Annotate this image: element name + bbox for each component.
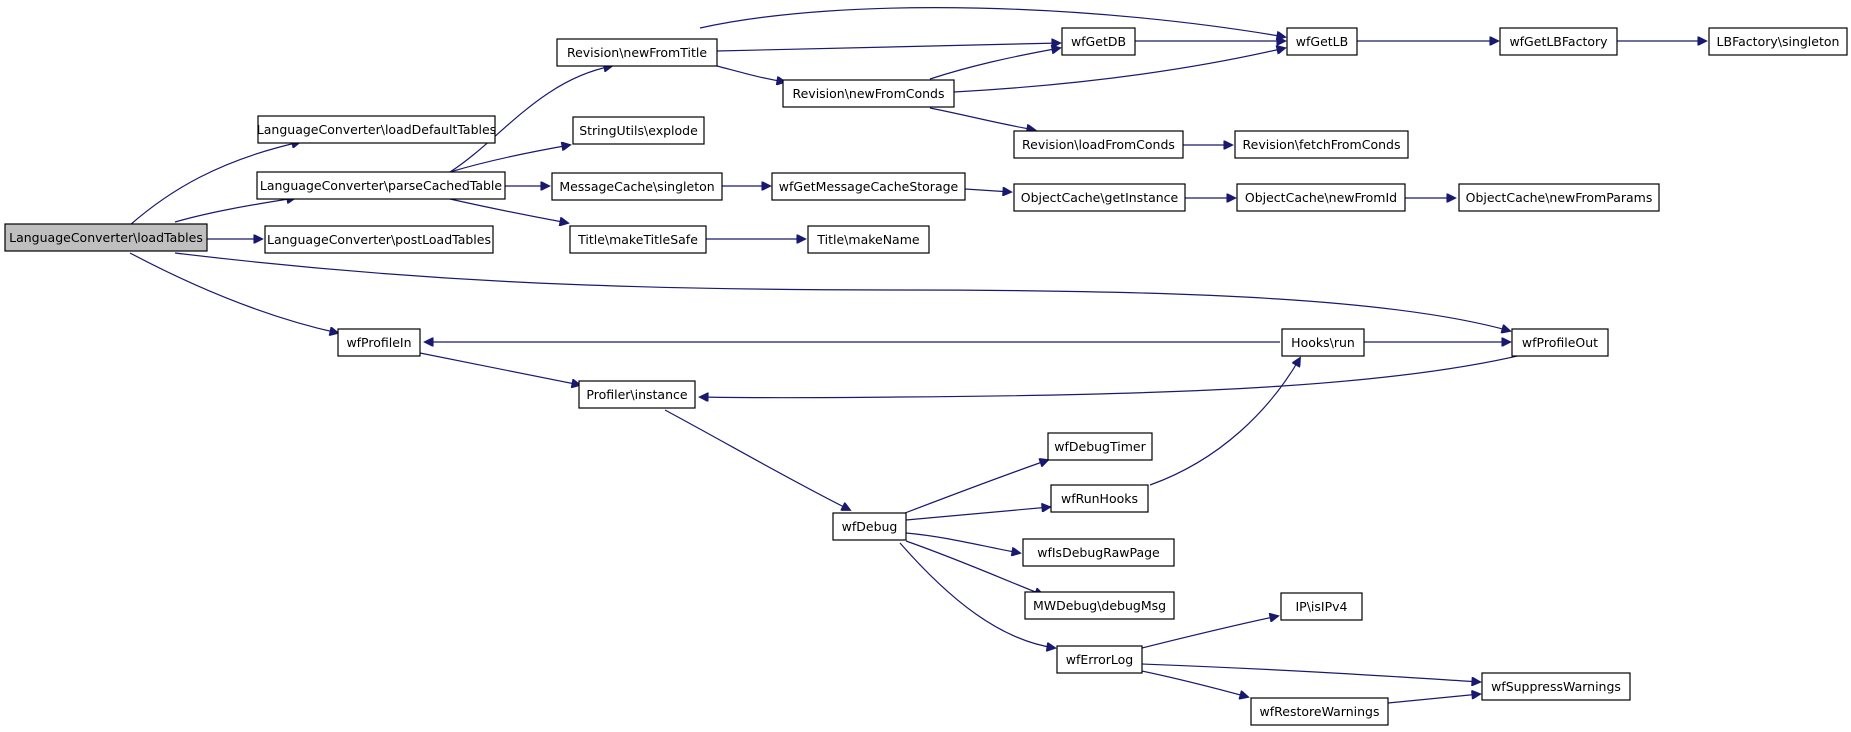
edge-wfRunHooks-hooksRun — [1149, 358, 1300, 486]
node-wfDebug[interactable]: wfDebug — [832, 512, 907, 541]
node-loadDefaultTables[interactable]: LanguageConverter\loadDefaultTables — [257, 115, 496, 144]
node-revisionNewFromTitle[interactable]: Revision\newFromTitle — [556, 38, 718, 67]
node-label: StringUtils\explode — [579, 123, 698, 138]
node-label: Title\makeTitleSafe — [577, 232, 698, 247]
node-label: ObjectCache\newFromParams — [1466, 190, 1653, 205]
edge-loadTables-wfProfileIn — [129, 252, 338, 333]
node-titleMakeTitleSafe[interactable]: Title\makeTitleSafe — [569, 225, 707, 254]
node-revisionNewFromConds[interactable]: Revision\newFromConds — [782, 79, 955, 108]
node-postLoadTables[interactable]: LanguageConverter\postLoadTables — [264, 225, 494, 254]
edge-revisionNewFromConds-wfGetDB — [929, 48, 1060, 80]
node-label: Title\makeName — [816, 232, 920, 247]
node-wfProfileOut[interactable]: wfProfileOut — [1511, 328, 1609, 357]
node-label: Revision\newFromConds — [792, 86, 944, 101]
node-wfGetDB[interactable]: wfGetDB — [1061, 27, 1136, 56]
node-label: MessageCache\singleton — [559, 179, 714, 194]
node-label: wfProfileOut — [1522, 335, 1598, 350]
node-objectCacheNewFromParams[interactable]: ObjectCache\newFromParams — [1458, 183, 1660, 212]
node-label: Profiler\instance — [586, 387, 687, 402]
node-wfDebugTimer[interactable]: wfDebugTimer — [1047, 432, 1153, 461]
edge-wfGetMessageCacheStorage-objectCacheGetInstance — [964, 189, 1011, 192]
node-profilerInstance[interactable]: Profiler\instance — [578, 380, 696, 409]
node-label: wfDebugTimer — [1054, 439, 1146, 454]
edge-wfProfileOut-profilerInstance — [700, 352, 1531, 398]
node-label: ObjectCache\getInstance — [1021, 190, 1179, 205]
node-label: wfRunHooks — [1061, 491, 1138, 506]
node-hooksRun[interactable]: Hooks\run — [1281, 328, 1365, 357]
node-label: LanguageConverter\postLoadTables — [267, 232, 491, 247]
node-label: ObjectCache\newFromId — [1245, 190, 1397, 205]
node-label: wfIsDebugRawPage — [1037, 545, 1160, 560]
node-label: Revision\loadFromConds — [1022, 137, 1175, 152]
edge-wfErrorLog-wfSuppressWarnings — [1141, 663, 1480, 682]
node-label: LanguageConverter\loadTables — [9, 230, 203, 245]
edge-wfDebug-wfErrorLog — [899, 542, 1055, 648]
node-stringUtilsExplode[interactable]: StringUtils\explode — [572, 116, 705, 145]
edge-revisionNewFromConds-wfGetLB — [953, 48, 1285, 93]
edge-wfProfileIn-profilerInstance — [419, 352, 580, 385]
node-label: wfSuppressWarnings — [1491, 679, 1621, 694]
edge-parseCachedTable-stringUtilsExplode — [449, 145, 570, 173]
node-objectCacheNewFromId[interactable]: ObjectCache\newFromId — [1236, 183, 1406, 212]
node-messageCacheSingleton[interactable]: MessageCache\singleton — [551, 172, 723, 201]
node-parseCachedTable[interactable]: LanguageConverter\parseCachedTable — [256, 171, 506, 200]
edge-wfDebug-mwDebugDebugMsg — [905, 540, 1043, 595]
edge-wfDebug-wfDebugTimer — [904, 460, 1048, 514]
edge-revisionNewFromTitle-wfGetLB — [699, 7, 1285, 37]
edge-wfErrorLog-wfRestoreWarnings — [1141, 670, 1248, 697]
node-label: wfGetLBFactory — [1509, 34, 1608, 49]
edge-wfRestoreWarnings-wfSuppressWarnings — [1387, 694, 1480, 704]
node-lbFactorySingleton[interactable]: LBFactory\singleton — [1708, 27, 1848, 56]
node-objectCacheGetInstance[interactable]: ObjectCache\getInstance — [1013, 183, 1186, 212]
edge-loadTables-loadDefaultTables — [129, 142, 300, 226]
node-wfSuppressWarnings[interactable]: wfSuppressWarnings — [1481, 672, 1631, 701]
node-label: wfGetMessageCacheStorage — [779, 179, 959, 194]
node-wfIsDebugRawPage[interactable]: wfIsDebugRawPage — [1022, 538, 1175, 567]
node-titleMakeName[interactable]: Title\makeName — [807, 225, 930, 254]
node-wfGetLBFactory[interactable]: wfGetLBFactory — [1499, 27, 1618, 56]
edge-revisionNewFromTitle-revisionNewFromConds — [716, 65, 785, 82]
edge-parseCachedTable-revisionNewFromTitle — [449, 66, 612, 173]
edge-revisionNewFromConds-revisionLoadFromConds — [929, 107, 1035, 130]
node-label: IP\isIPv4 — [1296, 599, 1348, 614]
node-label: wfProfileIn — [346, 335, 411, 350]
node-label: wfRestoreWarnings — [1260, 704, 1380, 719]
graph-edges — [129, 7, 1706, 704]
node-wfRunHooks[interactable]: wfRunHooks — [1050, 484, 1149, 513]
edge-loadTables-wfProfileOut — [174, 252, 1510, 331]
node-label: wfGetLB — [1296, 34, 1348, 49]
node-label: MWDebug\debugMsg — [1033, 598, 1166, 613]
node-loadTables[interactable]: LanguageConverter\loadTables — [4, 223, 208, 252]
node-label: wfGetDB — [1071, 34, 1126, 49]
node-label: LBFactory\singleton — [1717, 34, 1840, 49]
graph-nodes: LanguageConverter\loadTables LanguageCon… — [4, 27, 1848, 726]
node-label: wfErrorLog — [1066, 652, 1133, 667]
edge-profilerInstance-wfDebug — [664, 409, 850, 510]
edge-wfDebug-wfIsDebugRawPage — [905, 532, 1020, 553]
edge-wfErrorLog-ipIsIPv4 — [1141, 616, 1278, 649]
node-label: Revision\newFromTitle — [567, 45, 707, 60]
node-wfProfileIn[interactable]: wfProfileIn — [337, 328, 421, 357]
edge-loadTables-parseCachedTable — [174, 198, 295, 223]
node-label: LanguageConverter\loadDefaultTables — [257, 122, 496, 137]
node-revisionFetchFromConds[interactable]: Revision\fetchFromConds — [1234, 130, 1409, 159]
node-ipIsIPv4[interactable]: IP\isIPv4 — [1280, 592, 1363, 621]
node-wfErrorLog[interactable]: wfErrorLog — [1056, 645, 1143, 674]
node-mwDebugDebugMsg[interactable]: MWDebug\debugMsg — [1024, 591, 1175, 620]
node-label: Revision\fetchFromConds — [1243, 137, 1401, 152]
node-wfGetLB[interactable]: wfGetLB — [1286, 27, 1358, 56]
node-revisionLoadFromConds[interactable]: Revision\loadFromConds — [1013, 130, 1184, 159]
node-wfGetMessageCacheStorage[interactable]: wfGetMessageCacheStorage — [771, 172, 966, 201]
node-label: wfDebug — [842, 519, 898, 534]
edge-wfDebug-wfRunHooks — [905, 507, 1050, 521]
edge-revisionNewFromTitle-wfGetDB — [716, 43, 1060, 52]
node-wfRestoreWarnings[interactable]: wfRestoreWarnings — [1250, 697, 1389, 726]
node-label: Hooks\run — [1291, 335, 1355, 350]
edge-parseCachedTable-titleMakeTitleSafe — [449, 198, 568, 223]
node-label: LanguageConverter\parseCachedTable — [260, 178, 503, 193]
